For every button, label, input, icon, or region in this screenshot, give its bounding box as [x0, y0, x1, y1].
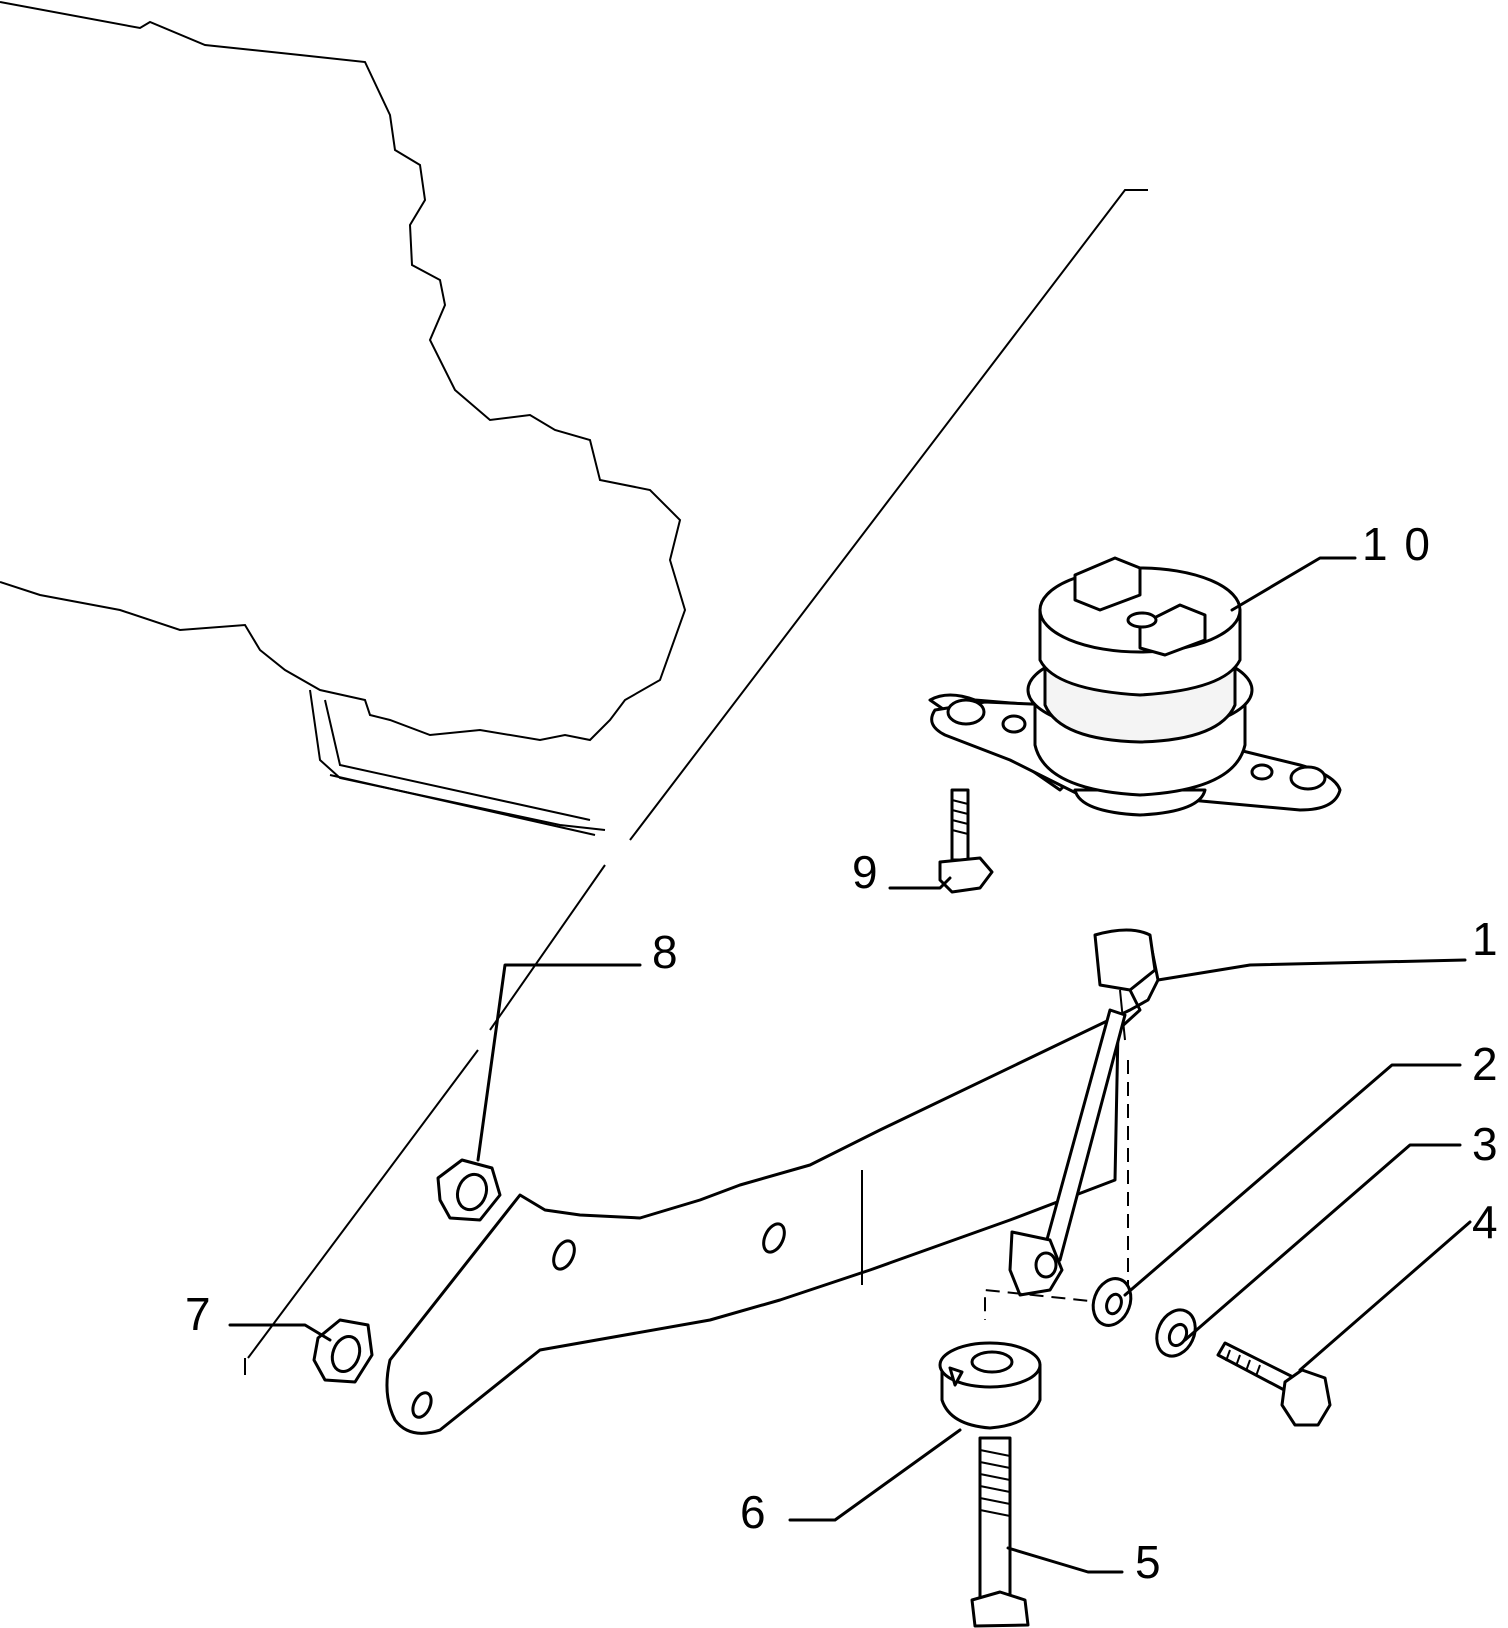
callout-2: 2 [1472, 1038, 1500, 1090]
engine-mount-part-10 [928, 556, 1342, 817]
bracket-part-1 [385, 928, 1160, 1435]
callout-7: 7 [185, 1288, 213, 1340]
callout-labels: 1 0 9 1 8 2 3 4 7 6 5 [185, 518, 1500, 1588]
washer-part-2 [1091, 1277, 1133, 1327]
leader-lines [228, 556, 1472, 1574]
section-lines [244, 189, 1148, 1375]
gearbox-housing-outline [0, 1, 687, 836]
callout-3: 3 [1472, 1118, 1500, 1170]
callout-5: 5 [1135, 1536, 1163, 1588]
spacer-part-6 [938, 1341, 1042, 1430]
bolt-part-4 [1216, 1341, 1332, 1427]
nut-part-8 [436, 1158, 502, 1222]
callout-6: 6 [740, 1486, 768, 1538]
callout-1: 1 [1472, 913, 1500, 965]
callout-9: 9 [852, 846, 880, 898]
bolt-part-5 [970, 1436, 1030, 1628]
screw-part-9 [938, 788, 994, 894]
spring-washer-part-3 [1155, 1308, 1197, 1358]
nut-part-7 [312, 1318, 374, 1384]
callout-8: 8 [652, 926, 680, 978]
callout-10: 1 0 [1362, 518, 1432, 570]
callout-4: 4 [1472, 1196, 1500, 1248]
